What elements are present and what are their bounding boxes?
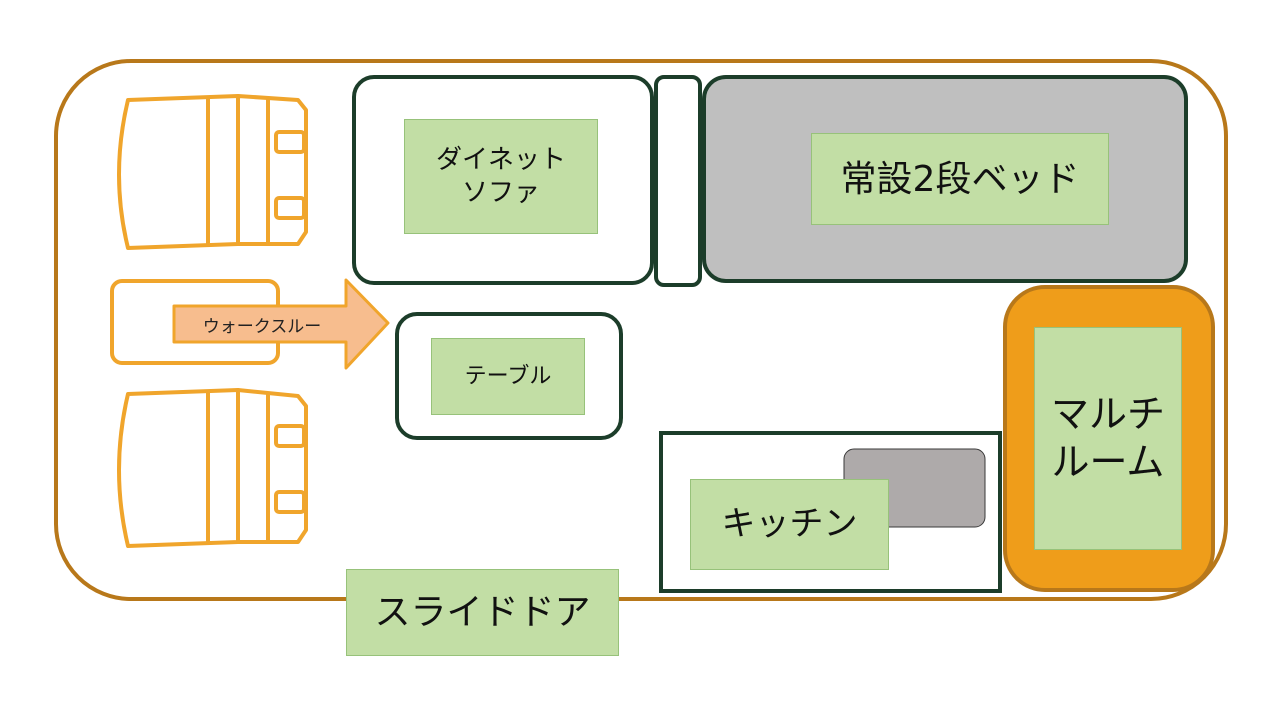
bed-label: 常設2段ベッド — [811, 133, 1109, 225]
front-seat-top — [117, 94, 308, 250]
walkthrough-arrow — [172, 278, 390, 370]
walkthrough-label: ウォークスルー — [202, 316, 322, 337]
dinette-sofa-label: ダイネット ソファ — [404, 119, 598, 234]
table-label: テーブル — [431, 338, 585, 415]
ladder-divider — [654, 75, 702, 287]
kitchen-label: キッチン — [690, 479, 889, 570]
slide-door-label: スライドドア — [346, 569, 619, 656]
front-seat-bottom — [117, 388, 308, 548]
multi-room-label: マルチ ルーム — [1034, 327, 1182, 550]
